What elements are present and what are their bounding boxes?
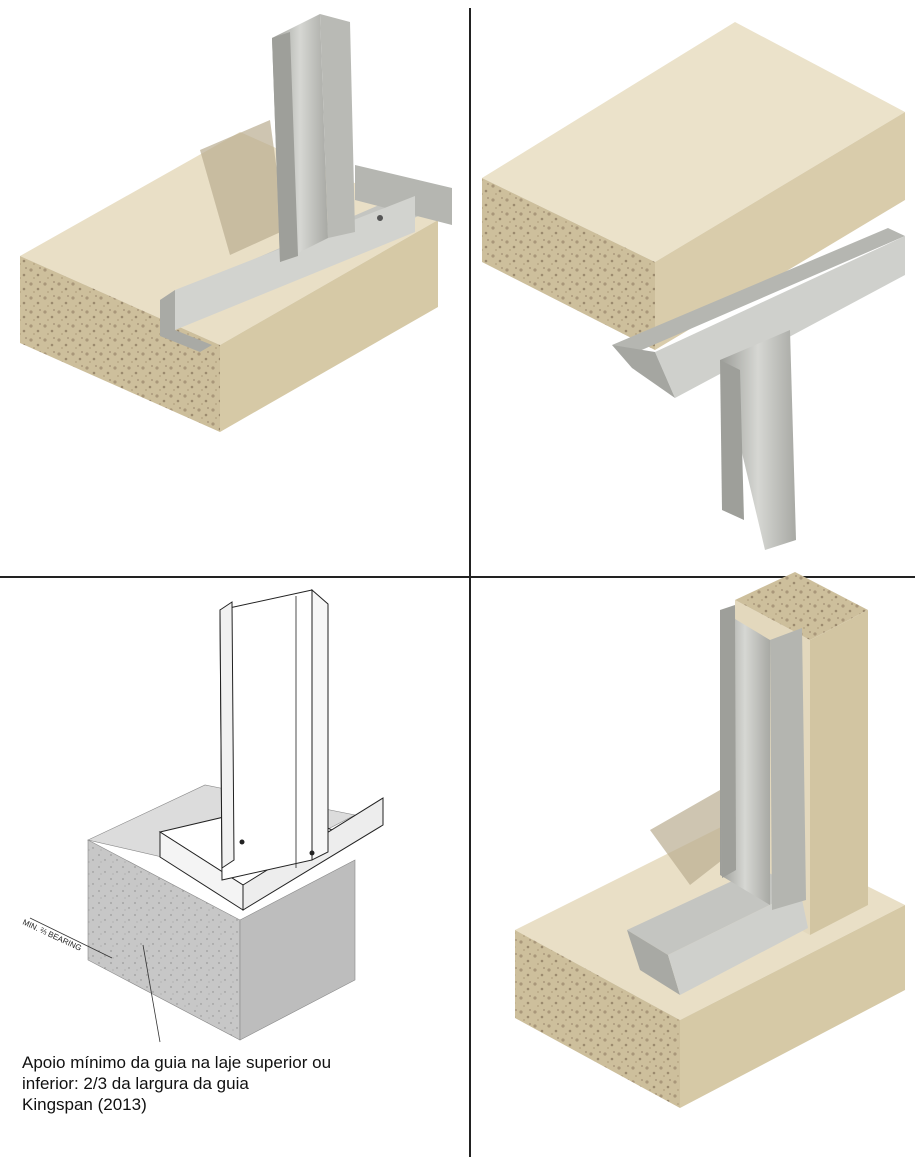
stud-lip bbox=[311, 588, 329, 861]
stud-flange bbox=[272, 32, 298, 262]
slab-top bbox=[482, 22, 905, 262]
wall-top bbox=[735, 572, 868, 640]
dimension-line bbox=[29, 917, 113, 959]
slab-side bbox=[680, 905, 905, 1108]
panel-top-track-under-slab bbox=[482, 22, 905, 550]
track-top-flange bbox=[612, 228, 905, 355]
slab-side bbox=[220, 220, 438, 432]
caption-line-1: Apoio mínimo da guia na laje superior ou bbox=[22, 1053, 332, 1072]
drawing-annotation: MIN. ⅔ BEARING bbox=[21, 918, 83, 953]
track-flange bbox=[668, 890, 808, 995]
track-flange-back bbox=[355, 165, 452, 225]
track-side-flange bbox=[612, 345, 675, 398]
caption-line-2: inferior: 2/3 da largura da guia bbox=[22, 1074, 249, 1093]
slab-front bbox=[515, 930, 680, 1108]
stud-return bbox=[770, 628, 806, 910]
figure-caption: Apoio mínimo da guia na laje superior ou… bbox=[22, 1052, 442, 1115]
slab-side bbox=[655, 112, 905, 350]
shadow bbox=[200, 120, 285, 255]
track-flange-front bbox=[175, 196, 415, 330]
slab-front bbox=[20, 256, 220, 432]
stud-lip bbox=[320, 14, 355, 238]
track-front bbox=[627, 930, 680, 995]
panel-bottom-track-on-slab bbox=[20, 14, 452, 432]
stud-flange bbox=[219, 601, 235, 869]
stud-flange bbox=[720, 360, 744, 520]
panel-technical-drawing: MIN. ⅔ BEARING bbox=[21, 588, 384, 1043]
shadow bbox=[650, 790, 735, 885]
leader-line bbox=[142, 944, 161, 1043]
panel-track-at-slab-and-wall bbox=[515, 572, 905, 1108]
slab-front bbox=[482, 178, 655, 350]
stud-flange bbox=[720, 605, 736, 878]
caption-source: Kingspan (2013) bbox=[22, 1095, 147, 1114]
wall-side bbox=[810, 610, 868, 935]
track-flange-left bbox=[160, 290, 212, 352]
track-front-flange bbox=[655, 236, 905, 398]
concrete-side bbox=[239, 859, 356, 1041]
